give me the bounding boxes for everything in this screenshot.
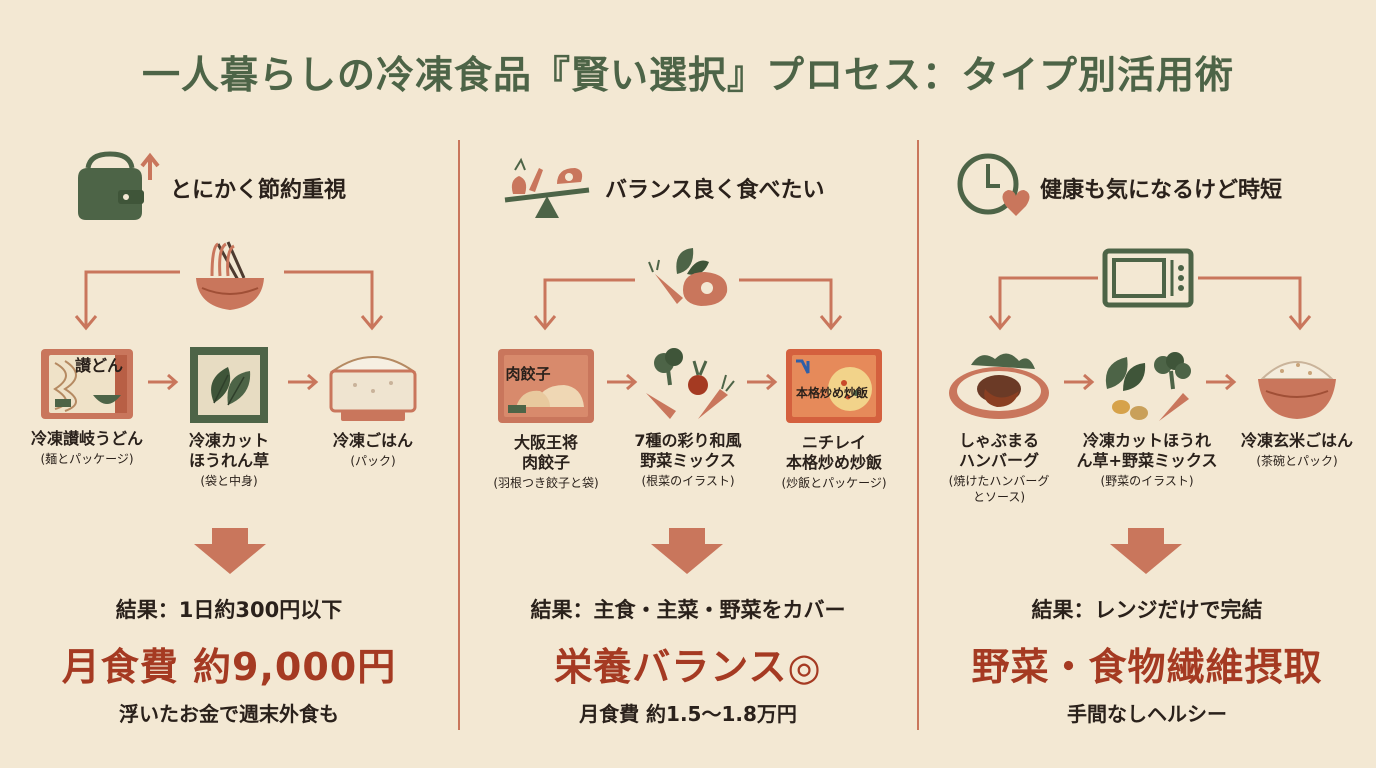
branch-arrows — [988, 276, 1312, 331]
column-healthy-quick: 健康も気になるけど時短 しゃぶまる ハンバーグ (焼けたハンバーグ とソース) — [918, 0, 1376, 768]
item-udon: 讃どん 冷凍讃岐うどん (麺とパッケージ) — [12, 345, 162, 467]
item-hamburg: しゃぶまる ハンバーグ (焼けたハンバーグ とソース) — [924, 345, 1074, 505]
item-description: (麺とパッケージ) — [40, 452, 134, 466]
clock-heart-icon — [957, 153, 1030, 216]
arrow-right-icon — [1064, 373, 1095, 391]
item-name: 冷凍ごはん — [332, 431, 413, 450]
item-name: 冷凍讃岐うどん — [30, 429, 143, 448]
root-vegetables-icon — [646, 348, 735, 419]
column-header: 健康も気になるけど時短 — [918, 150, 1376, 220]
hamburg-steak-icon — [949, 353, 1049, 419]
item-description: (野菜のイラスト) — [1100, 474, 1194, 488]
item-name: 冷凍玄米ごはん — [1240, 431, 1353, 450]
result-highlight: 栄養バランス◎ — [554, 645, 822, 689]
branch-arrows — [74, 270, 384, 331]
column-divider-1 — [458, 140, 460, 730]
balance-scale-icon — [504, 157, 590, 218]
result-text: 結果：レンジだけで完結 — [1031, 598, 1263, 622]
down-arrow-icon — [194, 528, 266, 574]
item-name: 冷凍カット ほうれん草 — [188, 431, 269, 470]
result-footnote: 月食費 約1.5〜1.8万円 — [579, 702, 797, 726]
item-description: (パック) — [350, 454, 396, 468]
column-header-label: 健康も気になるけど時短 — [1040, 178, 1283, 203]
item-description: (茶碗とパック) — [1256, 454, 1338, 468]
arrow-right-icon — [747, 373, 778, 391]
result-text: 結果：1日約300円以下 — [115, 598, 343, 622]
item-name: ニチレイ 本格炒め炒飯 — [785, 433, 882, 472]
result-highlight: 野菜・食物繊維摂取 — [971, 645, 1323, 689]
spinach-bag-icon — [190, 347, 268, 423]
down-arrow-icon — [1110, 528, 1182, 574]
column-header: とにかく節約重視 — [0, 150, 458, 220]
gyoza-package-label: 肉餃子 — [505, 365, 550, 383]
wallet-up-arrow-icon — [78, 151, 160, 220]
result-highlight: 月食費 約9,000円 — [61, 645, 397, 689]
column-header-label: とにかく節約重視 — [170, 178, 347, 203]
item-name: 冷凍カットほうれ ん草+野菜ミックス — [1076, 431, 1218, 470]
item-vegetable-mix: 7種の彩り和風 野菜ミックス (根菜のイラスト) — [613, 345, 763, 489]
column-saving: とにかく節約重視 讃どん 冷凍讃岐うどん (麺とパッケージ) — [0, 0, 458, 768]
arrow-right-icon — [148, 373, 179, 391]
microwave-icon — [1102, 248, 1194, 308]
item-name: しゃぶまる ハンバーグ — [958, 431, 1039, 470]
item-brown-rice: 冷凍玄米ごはん (茶碗とパック) — [1222, 345, 1372, 469]
item-name: 大阪王将 肉餃子 — [513, 433, 578, 472]
page-title: 一人暮らしの冷凍食品『賢い選択』プロセス：タイプ別活用術 — [141, 53, 1234, 97]
item-description: (焼けたハンバーグ とソース) — [948, 474, 1050, 504]
item-description: (炒飯とパッケージ) — [781, 476, 887, 490]
result-footnote: 手間なしヘルシー — [1067, 702, 1227, 726]
arrow-right-icon — [607, 373, 638, 391]
down-arrow-icon — [651, 528, 723, 574]
branch-arrows — [533, 278, 843, 331]
item-gyoza: 肉餃子 大阪王将 肉餃子 (羽根つき餃子と袋) — [471, 345, 621, 491]
rice-pack-icon — [329, 356, 417, 421]
item-fried-rice: 本格炒め炒飯 ニチレイ 本格炒め炒飯 (炒飯とパッケージ) — [759, 345, 909, 491]
udon-package-label: 讃どん — [75, 356, 123, 375]
arrow-right-icon — [288, 373, 319, 391]
item-spinach-mix: 冷凍カットほうれ ん草+野菜ミックス (野菜のイラスト) — [1072, 345, 1222, 489]
arrow-right-icon — [1206, 373, 1237, 391]
column-header: バランス良く食べたい — [459, 150, 917, 220]
column-balance: バランス良く食べたい 肉餃子 大阪王将 肉餃子 (羽根つき餃子と袋) — [459, 0, 917, 768]
vegetables-meat-icon — [648, 248, 728, 306]
fried-rice-package-label: 本格炒め炒飯 — [796, 385, 868, 400]
column-header-label: バランス良く食べたい — [605, 178, 825, 203]
item-description: (袋と中身) — [200, 474, 258, 488]
udon-package-icon: 讃どん — [41, 349, 133, 419]
brown-rice-bowl-icon — [1258, 361, 1336, 419]
mixed-vegetables-icon — [1105, 352, 1191, 421]
gyoza-package-icon: 肉餃子 — [498, 349, 594, 423]
column-divider-2 — [917, 140, 919, 730]
fried-rice-package-icon: 本格炒め炒飯 — [786, 349, 882, 423]
item-spinach: 冷凍カット ほうれん草 (袋と中身) — [154, 345, 304, 489]
result-text: 結果：主食・主菜・野菜をカバー — [530, 598, 846, 622]
item-description: (羽根つき餃子と袋) — [493, 476, 599, 490]
result-footnote: 浮いたお金で週末外食も — [119, 702, 339, 726]
item-name: 7種の彩り和風 野菜ミックス — [634, 431, 742, 470]
item-description: (根菜のイラスト) — [641, 474, 735, 488]
item-rice: 冷凍ごはん (パック) — [298, 345, 448, 469]
noodle-bowl-icon — [196, 241, 264, 310]
